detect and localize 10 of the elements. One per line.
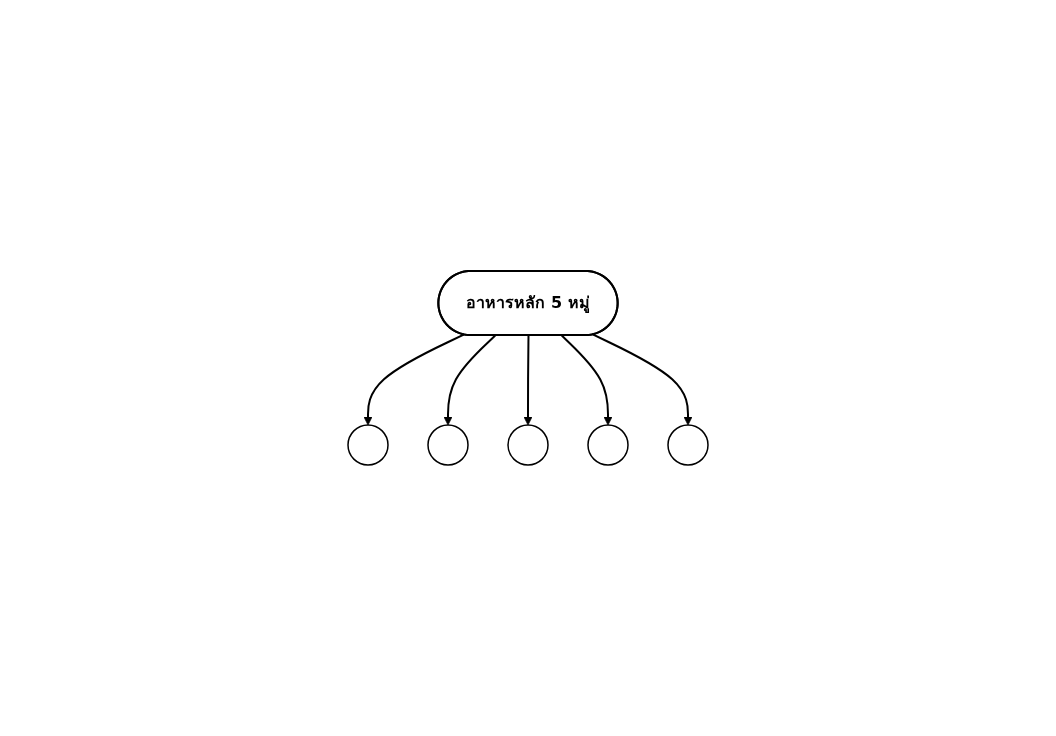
- node-ellipse: [587, 424, 629, 466]
- node-ellipse: [667, 424, 709, 466]
- arrow: [443, 334, 497, 426]
- arrow: [523, 334, 533, 426]
- node-ellipse: [507, 424, 549, 466]
- node-ellipse: [347, 424, 389, 466]
- arrow: [363, 333, 465, 426]
- arrow: [592, 333, 693, 426]
- arrow: [560, 334, 613, 426]
- node-ellipse: [427, 424, 469, 466]
